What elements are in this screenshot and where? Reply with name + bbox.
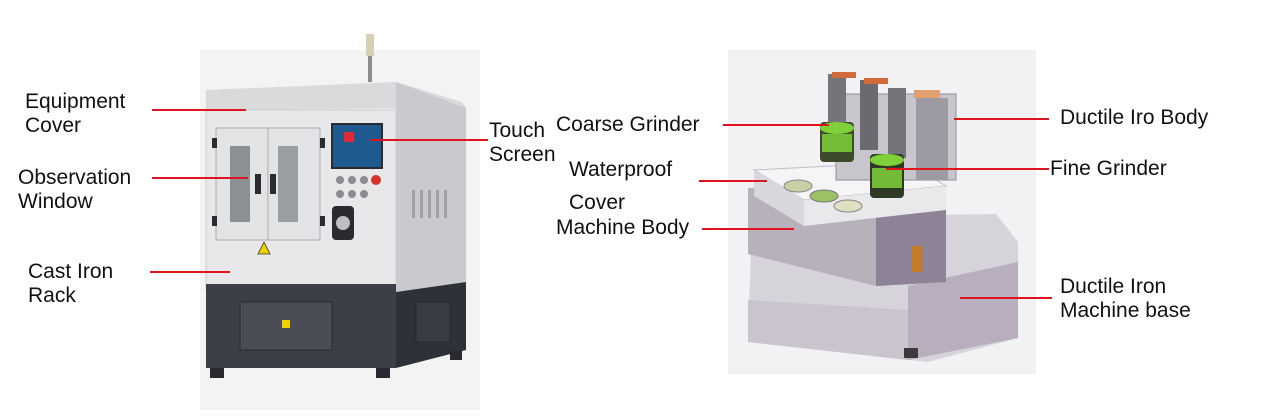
- signal-lamp: [366, 34, 374, 56]
- leader-equipment-cover: [152, 109, 246, 111]
- leader-fine-grinder: [886, 168, 1049, 170]
- label-touch-screen-line2: Screen: [489, 143, 556, 166]
- label-ductile-iron-base-line2: Machine base: [1060, 299, 1191, 322]
- leader-machine-body: [702, 228, 794, 230]
- side-vents: [412, 190, 447, 218]
- label-ductile-iron-base-line1: Ductile Iron: [1060, 275, 1167, 298]
- label-cast-iron-rack-line2: Rack: [28, 284, 76, 307]
- label-observation-window-line2: Window: [18, 190, 93, 213]
- leader-coarse-grinder: [723, 124, 829, 126]
- leader-touch-screen: [370, 139, 488, 141]
- label-waterproof-cover-line1: Waterproof: [569, 158, 673, 181]
- ductile-iron-base-side: [908, 262, 1018, 360]
- leader-cast-iron-rack: [150, 271, 230, 273]
- observation-window-left: [230, 146, 250, 222]
- spindle-heads: [828, 72, 940, 158]
- signal-lamp-pole: [368, 56, 372, 82]
- grinder-machine-illustration: [728, 50, 1036, 374]
- label-coarse-grinder: Coarse Grinder: [556, 113, 700, 136]
- label-equipment-cover: Equipment Cover: [25, 90, 125, 138]
- ductile-iron-base-front: [748, 300, 908, 360]
- label-ductile-iron-base: Ductile Iron Machine base: [1060, 275, 1191, 323]
- label-equipment-cover-line2: Cover: [25, 114, 82, 137]
- tray-3: [833, 199, 863, 213]
- label-ductile-iro-body: Ductile Iro Body: [1060, 106, 1209, 129]
- coarse-grinder: [820, 122, 854, 162]
- leader-observation-window: [152, 177, 248, 179]
- door-handle-left: [255, 174, 261, 194]
- cabinet-side-panel: [396, 82, 466, 292]
- touch-screen: [331, 123, 383, 169]
- cabinet-machine-illustration: [200, 34, 480, 410]
- leveling-feet: [210, 350, 462, 378]
- fine-grinder: [870, 154, 904, 198]
- label-touch-screen: Touch Screen: [489, 119, 556, 167]
- leader-ductile-iron-base: [960, 297, 1052, 299]
- label-cast-iron-rack: Cast Iron Rack: [28, 260, 113, 308]
- label-equipment-cover-line1: Equipment: [25, 90, 126, 113]
- tray-2: [809, 189, 839, 203]
- observation-window-right: [278, 146, 298, 222]
- label-touch-screen-line1: Touch: [489, 119, 546, 142]
- label-waterproof-cover-line2: Cover: [569, 191, 626, 214]
- panel-bolts: [212, 138, 325, 226]
- leader-waterproof-cover: [699, 180, 767, 182]
- tray-1: [783, 179, 813, 193]
- label-observation-window-line1: Observation: [18, 166, 132, 189]
- control-buttons: [336, 175, 381, 198]
- warning-sign: [257, 241, 271, 255]
- door-handle-right: [270, 174, 276, 194]
- label-machine-body: Machine Body: [556, 216, 690, 239]
- label-cast-iron-rack-line1: Cast Iron: [28, 260, 114, 283]
- machine-body-side: [876, 200, 946, 286]
- label-waterproof-cover: Waterproof Cover: [569, 158, 672, 215]
- leader-ductile-iro-body: [954, 118, 1049, 120]
- label-observation-window: Observation Window: [18, 166, 131, 214]
- label-fine-grinder: Fine Grinder: [1050, 157, 1167, 180]
